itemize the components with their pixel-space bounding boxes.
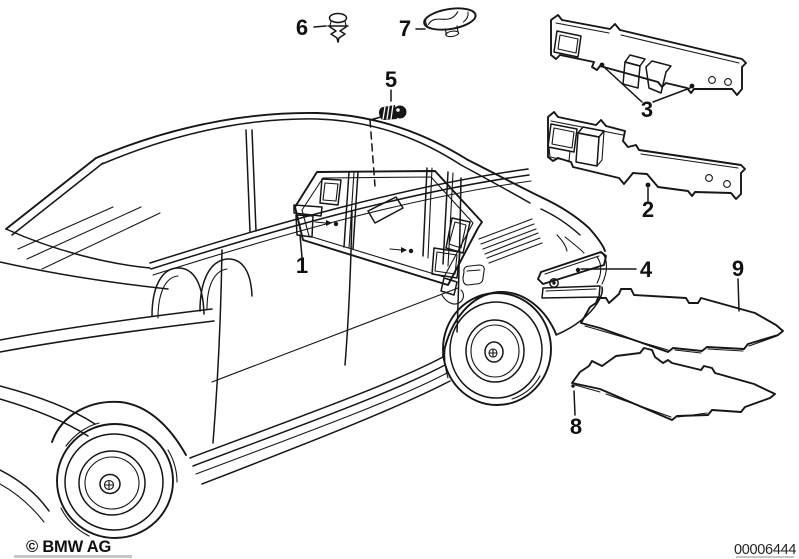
callout-6: 6 [295, 15, 309, 40]
part-8-trunk-mat [571, 347, 776, 421]
part-9-trunk-mat [580, 288, 784, 354]
callout-3: 3 [640, 97, 654, 122]
copyright-notice: © BMW AG [26, 538, 112, 556]
callout-8: 8 [569, 414, 583, 439]
part-3-trim-panel-upper [550, 14, 747, 96]
rear-wheel [442, 292, 552, 406]
callout-1: 1 [295, 253, 309, 278]
part-5-screw [379, 104, 407, 120]
part-1-partition-panel [293, 167, 483, 305]
callout-7: 7 [398, 16, 412, 41]
scan-artifact-right [736, 556, 794, 558]
front-wheel [56, 422, 178, 539]
scan-artifact-left [14, 555, 132, 558]
part-6-clip [327, 12, 349, 43]
callout-9: 9 [731, 256, 745, 281]
callout-4: 4 [639, 257, 653, 282]
part-7-cover-cap [423, 7, 477, 38]
document-number: 00006444 [734, 542, 797, 558]
quarter-vent-slats [478, 218, 543, 264]
part-4-trim-strip [537, 251, 608, 299]
callout-leader-lines [299, 25, 740, 416]
callout-2: 2 [641, 197, 655, 222]
seat-belt-straps [422, 167, 464, 305]
car-body-line-art [0, 112, 606, 523]
front-seats [151, 258, 253, 319]
part-2-trim-panel-lower [547, 111, 746, 200]
callout-5: 5 [384, 67, 398, 92]
